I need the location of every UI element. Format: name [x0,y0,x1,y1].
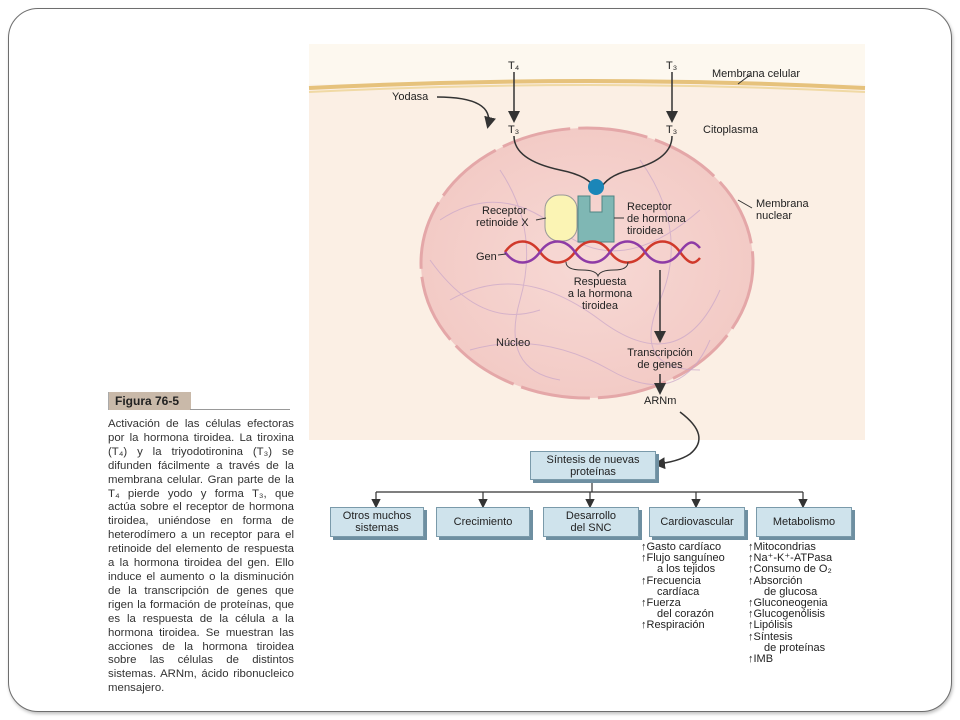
metab-effect: ↑IMB [748,653,774,666]
caption-rule [190,409,290,410]
system-crecimiento-label: Crecimiento [453,516,513,528]
label-receptor-retinoide-2: retinoide X [476,217,529,229]
cardio-effect: a los tejidos [657,563,716,576]
cardio-effect: ↑Gasto cardíaco [641,541,722,553]
label-citoplasma: Citoplasma [703,124,759,136]
label-receptor-hormona-1: Receptor [627,201,672,213]
label-respuesta-3: tiroidea [581,300,619,312]
metab-effect: ↑Glucogenólisis [748,608,826,621]
sintesis-line-1: Síntesis de nuevas [546,453,640,466]
system-box-otros: Otros muchos sistemas [330,507,424,537]
yodasa-arrow [436,96,496,129]
extracellular-space [309,44,865,84]
retinoid-x-receptor [544,194,578,242]
dna-gene [503,240,701,264]
figure-caption: Activación de las células efectoras por … [108,418,294,695]
label-respuesta-2: a la hormona [567,288,633,300]
metab-effect: de glucosa [764,585,818,598]
nuclear-membrane [419,126,755,400]
label-receptor-hormona-2: de hormona [627,213,686,225]
label-arnm: ARNm [644,395,677,407]
cardio-effect: cardíaca [657,585,700,598]
label-membrana-celular: Membrana celular [712,68,801,80]
sintesis-line-2: proteínas [570,465,616,478]
metabolismo-effects-list: ↑Mitocondrias ↑Na⁺-K⁺-ATPasa ↑Consumo de… [748,541,833,666]
label-transcripcion-2: de genes [637,359,683,371]
synthesis-arrow [653,411,700,470]
label-t3-left: T₃ [508,124,520,136]
system-box-metabolismo: Metabolismo [756,507,852,537]
label-t4: T₄ [508,60,520,72]
label-receptor-hormona-3: tiroidea [627,225,664,237]
system-snc-line-2: del SNC [570,522,612,534]
t3-right-path [599,135,673,191]
metab-effect: ↑Consumo de O₂ [748,563,832,576]
sintesis-proteinas-box: Síntesis de nuevas proteínas [530,451,656,480]
system-otros-line-2: sistemas [355,522,399,534]
label-respuesta-1: Respuesta [573,276,627,288]
cardio-effect: ↑Flujo sanguíneo [641,552,725,565]
cardio-effect: ↑Frecuencia [641,574,701,587]
label-membrana-nuclear-2: nuclear [756,210,793,222]
system-cardiovascular-label: Cardiovascular [660,516,734,528]
metab-effect: ↑Absorción [748,574,803,587]
metab-effect: ↑Síntesis [748,630,793,643]
metab-effect: ↑Lipólisis [748,619,793,632]
system-box-crecimiento: Crecimiento [436,507,530,537]
label-nucleo: Núcleo [496,337,531,349]
metab-effect: de proteínas [764,641,826,654]
figure-label: Figura 76-5 [108,392,191,410]
cardio-effect: ↑Respiración [641,619,705,632]
cell-membrane [308,79,866,90]
system-box-snc: Desarrollo del SNC [543,507,639,537]
cardio-effect: del corazón [657,608,714,621]
label-yodasa: Yodasa [392,91,429,103]
system-metabolismo-label: Metabolismo [772,516,836,528]
label-receptor-retinoide-1: Receptor [482,205,527,217]
label-gen: Gen [476,251,497,263]
label-transcripcion-1: Transcripción [627,347,693,359]
metab-effect: ↑Gluconeogenia [748,597,828,610]
figure-label-text: Figura 76-5 [115,394,180,408]
label-membrana-nuclear-1: Membrana [756,198,809,210]
nucleus [421,128,753,398]
system-otros-line-1: Otros muchos [342,510,412,522]
label-t3-top: T₃ [666,60,678,72]
metab-effect: ↑Na⁺-K⁺-ATPasa [748,552,833,565]
cardiovascular-effects-list: ↑Gasto cardíaco ↑Flujo sanguíneo a los t… [641,541,725,632]
system-snc-line-1: Desarrollo [565,510,617,522]
cardio-effect: ↑Fuerza [641,597,681,610]
metab-effect: ↑Mitocondrias [748,541,816,553]
t3-bound-hormone [588,179,604,195]
label-t3-right: T₃ [666,124,678,136]
system-box-cardiovascular: Cardiovascular [649,507,745,537]
